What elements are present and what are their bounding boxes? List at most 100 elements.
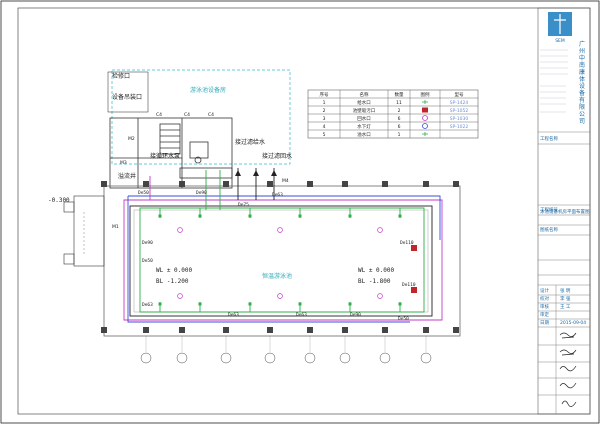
pool-name: 恒温游泳池 — [262, 272, 292, 280]
column — [453, 181, 459, 187]
column — [179, 327, 185, 333]
pipe-label: De50 — [142, 258, 153, 264]
filter-return-label: 接过滤回水 — [262, 152, 292, 160]
company-name-char: 南 — [579, 61, 585, 69]
legend-cell: 2 — [398, 108, 401, 114]
column — [423, 181, 429, 187]
supply-risers — [205, 170, 221, 210]
main-pipe — [127, 195, 441, 323]
wl-left: WL ± 0.000 — [156, 267, 193, 274]
legend-cell: SP-1030 — [450, 116, 469, 122]
legend-symbol — [422, 115, 428, 121]
return-pipe-ring — [123, 199, 443, 321]
legend-header: 型号 — [455, 91, 464, 98]
title-value: 李 强 — [560, 295, 571, 302]
column — [101, 181, 107, 187]
legend-cell: SP-1022 — [450, 124, 469, 130]
filter-supply-label: 接过滤给水 — [235, 138, 265, 146]
signature-approver — [559, 382, 577, 389]
title-field: 图纸名称 — [540, 226, 558, 233]
company-name-char: 州 — [579, 48, 585, 55]
signature-designer — [559, 332, 577, 339]
return-outlet — [377, 227, 383, 233]
supply-inlet — [158, 214, 162, 218]
pipe-label: De63 — [296, 312, 307, 318]
pipe-label: De110 — [400, 240, 414, 246]
supply-inlet — [198, 302, 202, 306]
pipe-label: De63 — [272, 192, 283, 198]
column — [143, 327, 149, 333]
bl-left: BL -1.200 — [156, 278, 189, 285]
structural-columns — [101, 181, 459, 333]
legend-symbol — [422, 132, 428, 136]
wall-suction — [411, 287, 417, 293]
column — [223, 181, 229, 187]
room-tag: M1 — [112, 224, 119, 230]
company-name-char: 限 — [579, 103, 585, 111]
column — [267, 181, 273, 187]
column — [143, 181, 149, 187]
bl-right: BL -1.800 — [358, 278, 391, 285]
return-outlet — [377, 293, 383, 299]
room-tag: M4 — [282, 178, 289, 184]
legend-header: 序号 — [320, 91, 329, 98]
company-logo: SEM — [548, 12, 572, 44]
column — [342, 181, 348, 187]
legend-symbol — [422, 123, 428, 129]
company-name-char: 广 — [579, 40, 585, 48]
legend-cell: 回水口 — [357, 115, 371, 122]
signature-date — [561, 400, 577, 407]
return-outlet — [177, 227, 183, 233]
title-field: 工程编号 — [540, 206, 558, 213]
legend-cell: 3 — [323, 116, 326, 122]
legend-cell: 1 — [398, 132, 401, 138]
supply-inlet — [198, 214, 202, 218]
signature-checker — [559, 349, 577, 356]
legend-cell: 给水口 — [357, 99, 371, 106]
legend-cell: 1 — [323, 100, 326, 106]
wall-suction — [411, 245, 417, 251]
legend-cell: 11 — [396, 100, 402, 106]
company-name-char: 备 — [579, 89, 585, 97]
axis-bubble — [420, 352, 432, 364]
wl-right: WL ± 0.000 — [358, 267, 395, 274]
supply-inlet — [298, 302, 302, 306]
title-field: 工程名称 — [540, 135, 558, 142]
pipe-label: De50 — [138, 190, 149, 196]
legend-symbol — [422, 100, 428, 104]
legend-cell: SP-1052 — [450, 108, 469, 114]
company-name-char: 司 — [579, 118, 585, 125]
title-field: 审定 — [540, 311, 549, 318]
legend-cell: 池壁吸污口 — [353, 107, 376, 114]
column — [382, 327, 388, 333]
legend-cell: SP-1424 — [450, 100, 469, 106]
grid-axes — [140, 336, 432, 364]
legend-header: 图例 — [421, 91, 430, 98]
logo-text: SEM — [555, 38, 565, 44]
overflow-tank-label: 溢流井 — [118, 172, 136, 180]
company-name-char: 公 — [579, 111, 585, 118]
supply-inlet — [348, 214, 352, 218]
pump-label: 接循环水泵 — [150, 152, 180, 160]
supply-inlet — [248, 214, 252, 218]
company-name-char: 体 — [579, 75, 585, 83]
supply-pipe-ring — [139, 207, 425, 313]
axis-bubble — [220, 352, 232, 364]
level-left: -0.300 — [48, 197, 70, 204]
axis-bubble — [304, 352, 316, 364]
column — [307, 181, 313, 187]
return-outlet — [277, 227, 283, 233]
company-name-char: 中 — [579, 54, 585, 62]
left-annex — [63, 195, 105, 267]
company-name-char: 康 — [579, 68, 585, 76]
pipe-label: De75 — [238, 202, 249, 208]
room-tag: C4 — [184, 112, 190, 118]
supply-inlet — [348, 302, 352, 306]
pipe-label: De90 — [142, 240, 153, 246]
legend-cell: 5 — [323, 132, 326, 138]
column — [267, 327, 273, 333]
